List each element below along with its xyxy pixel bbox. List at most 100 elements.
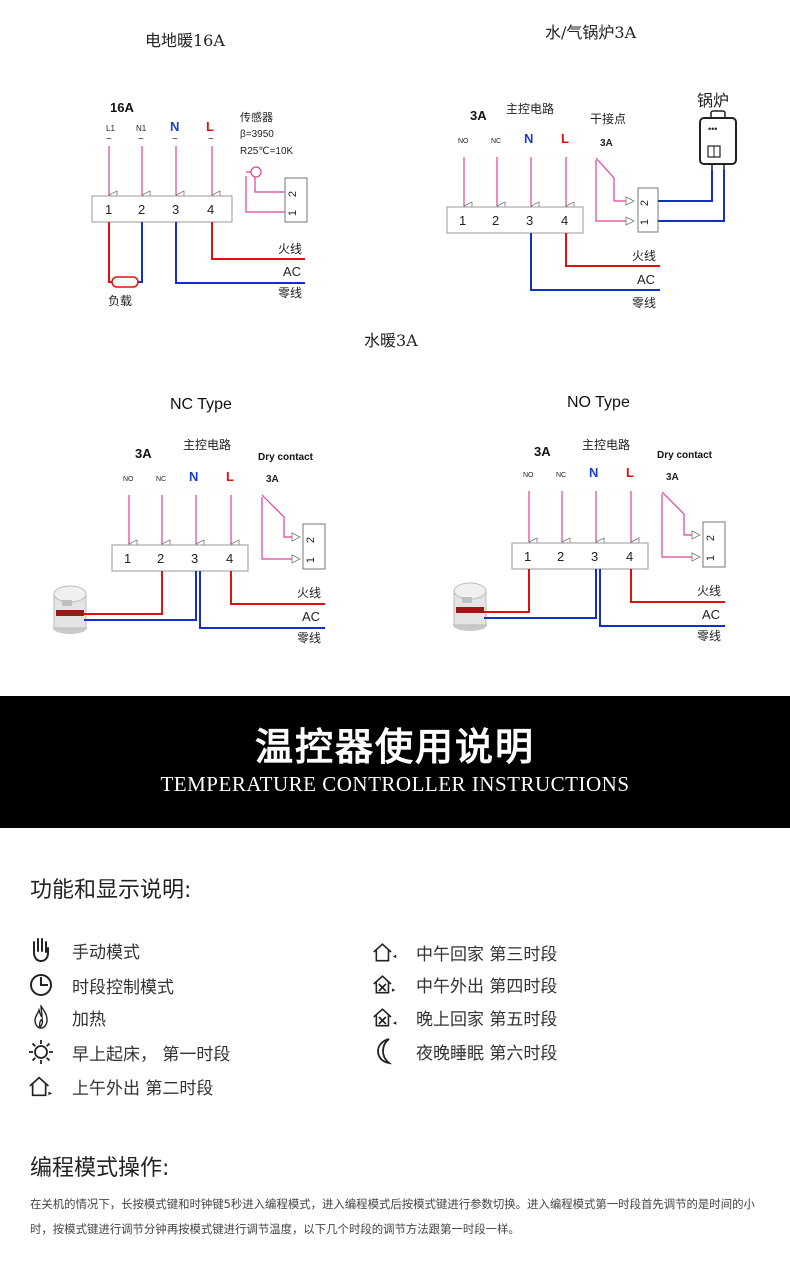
diagram-nc-type: NC Type 3A 主控电路 NO NC N L 1 2 3 4 Dry co… <box>53 396 326 645</box>
function-label: 上午外出 第二时段 <box>72 1078 214 1099</box>
flame-icon <box>28 1004 54 1030</box>
terminal-label-n: N <box>170 119 179 134</box>
ac-label: AC <box>283 264 301 279</box>
programming-instructions: 在关机的情况下，长按模式键和时钟键5秒进入编程模式，进入编程模式后按模式键进行参… <box>30 1197 755 1236</box>
diagram-title: NC Type <box>170 396 232 413</box>
terminal-number-2: 2 <box>492 213 499 228</box>
terminal-number-4: 4 <box>207 202 214 217</box>
terminal-block <box>511 542 649 570</box>
terminal-number-4: 4 <box>226 551 233 566</box>
diagram-title: 电地暖16A <box>145 31 225 50</box>
terminal-number-1: 1 <box>459 213 466 228</box>
house-return-icon <box>372 939 398 965</box>
terminal-number-3: 3 <box>191 551 198 566</box>
function-label: 时段控制模式 <box>72 977 174 998</box>
diagram-title: NO Type <box>567 394 630 411</box>
banner-title-en: TEMPERATURE CONTROLLER INSTRUCTIONS <box>160 772 630 796</box>
function-label: 早上起床， 第一时段 <box>72 1044 231 1065</box>
terminal-label-nc: NC <box>156 476 166 483</box>
banner-title-cn: 温控器使用说明 <box>254 724 535 769</box>
sensor-label: 传感器 <box>240 111 273 124</box>
diagram-no-type: NO Type 3A 主控电路 NO NC N L 1 2 3 4 Dry co… <box>453 394 726 643</box>
terminal-number-4: 4 <box>561 213 568 228</box>
section-title-water-heating: 水暖3A <box>364 331 418 350</box>
neutral-label: 零线 <box>697 629 721 643</box>
terminal-number-1: 1 <box>524 549 531 564</box>
terminal-label-l: L <box>561 131 569 146</box>
moon-icon <box>372 1038 398 1065</box>
terminal-number-2: 2 <box>557 549 564 564</box>
terminal-number-3: 3 <box>526 213 533 228</box>
terminal-label-l: L <box>206 119 214 134</box>
contact-pin-2: 2 <box>705 535 717 541</box>
function-item-timer: 时段控制模式 <box>28 970 174 1000</box>
function-item-period1: 早上起床， 第一时段 <box>28 1037 230 1067</box>
live-label: 火线 <box>632 249 656 263</box>
boiler-label: 锅炉 <box>697 91 729 110</box>
sensor-connector <box>284 177 308 223</box>
function-label: 夜晚睡眠 第六时段 <box>416 1043 558 1064</box>
boiler-icon: ••• <box>699 110 737 170</box>
boiler-display: ••• <box>708 124 717 134</box>
main-circuit-label: 主控电路 <box>582 437 630 452</box>
actuator-icon <box>453 582 487 631</box>
terminal-label-n: N <box>189 469 198 484</box>
sensor-pin-2: 2 <box>287 191 299 197</box>
neutral-label: 零线 <box>297 631 321 645</box>
main-circuit-label: 主控电路 <box>183 437 231 452</box>
diagram-floor-heating-16a: 电地暖16A 16A L1 N1 N L ~ ~ ~ ~ 1 2 3 4 传感器… <box>91 31 308 308</box>
neutral-label: 零线 <box>632 296 656 310</box>
live-label: 火线 <box>278 242 302 256</box>
main-circuit-label: 主控电路 <box>506 101 554 116</box>
contact-connector <box>637 187 659 233</box>
sensor-pin-1: 1 <box>287 210 299 216</box>
terminal-number-4: 4 <box>626 549 633 564</box>
terminal-number-2: 2 <box>157 551 164 566</box>
sensor-icon <box>250 166 262 178</box>
terminal-label-n: N <box>589 465 598 480</box>
live-label: 火线 <box>697 584 721 598</box>
sun-icon <box>28 1039 54 1065</box>
contact-connector <box>702 521 726 568</box>
function-item-heating: 加热 <box>28 1002 106 1032</box>
sensor-beta: β=3950 <box>240 129 274 140</box>
contact-pin-2: 2 <box>305 537 317 543</box>
terminal-number-1: 1 <box>124 551 131 566</box>
terminal-number-1: 1 <box>105 202 112 217</box>
sensor-r25: R25℃=10K <box>240 146 294 157</box>
dry-contact-rating: 3A <box>266 474 279 485</box>
function-item-period6: 夜晚睡眠 第六时段 <box>372 1036 557 1066</box>
rating-label: 3A <box>470 108 487 123</box>
terminal-label-n: N <box>524 131 533 146</box>
dry-contact-rating: 3A <box>600 138 613 149</box>
wiring-diagrams: 电地暖16A 16A L1 N1 N L ~ ~ ~ ~ 1 2 3 4 传感器… <box>53 23 737 645</box>
function-label: 晚上回家 第五时段 <box>416 1009 558 1030</box>
terminal-label-l: L <box>226 469 234 484</box>
terminal-number-3: 3 <box>172 202 179 217</box>
function-item-period2: 上午外出 第二时段 <box>28 1071 213 1101</box>
function-item-manual: 手动模式 <box>28 935 140 965</box>
tilde-4: ~ <box>208 134 214 145</box>
load-label: 负载 <box>108 294 132 308</box>
function-item-period5: 晚上回家 第五时段 <box>372 1002 557 1032</box>
ac-label: AC <box>302 609 320 624</box>
dry-contact-label: 干接点 <box>590 111 626 126</box>
terminal-label-nc: NC <box>491 138 501 145</box>
contact-pin-1: 1 <box>705 555 717 561</box>
function-label: 手动模式 <box>72 942 140 963</box>
terminal-label-no: NO <box>458 138 469 145</box>
terminal-label-no: NO <box>123 476 134 483</box>
tilde-2: ~ <box>138 134 144 145</box>
terminal-block <box>91 195 233 223</box>
terminal-number-2: 2 <box>138 202 145 217</box>
functions-heading: 功能和显示说明: <box>30 878 192 903</box>
ac-label: AC <box>702 607 720 622</box>
function-item-period4: 中午外出 第四时段 <box>372 969 557 999</box>
terminal-label-nc: NC <box>556 472 566 479</box>
dry-contact-label: Dry contact <box>657 450 713 461</box>
ac-label: AC <box>637 272 655 287</box>
dry-contact-rating: 3A <box>666 472 679 483</box>
terminal-label-n1: N1 <box>136 124 147 133</box>
hand-icon <box>28 937 54 963</box>
rating-label: 3A <box>534 444 551 459</box>
